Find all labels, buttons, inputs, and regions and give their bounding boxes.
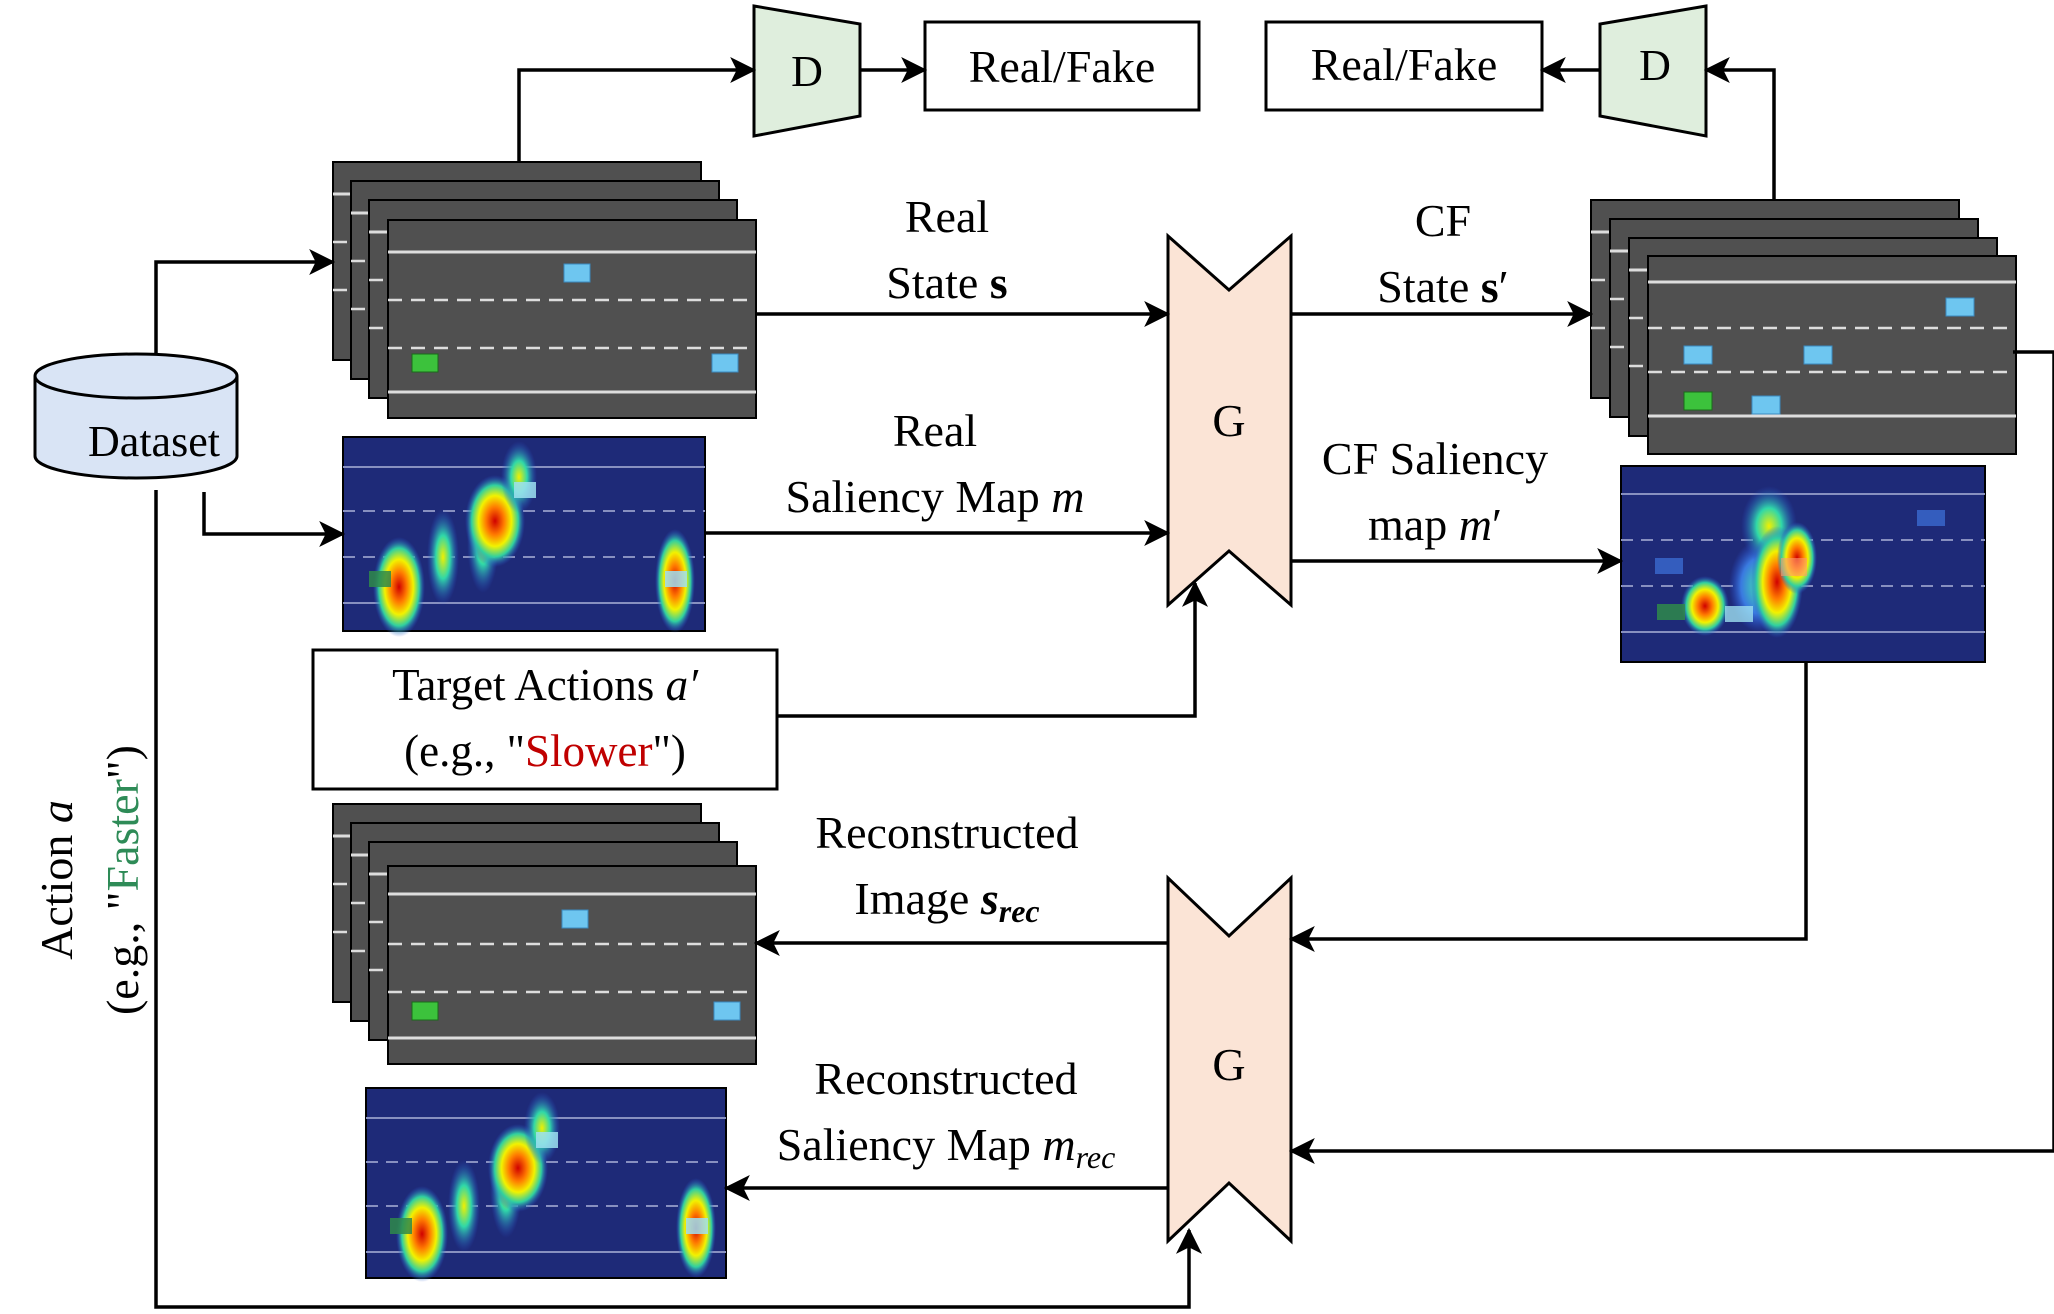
- real-saliency-label: Real Saliency Map m: [786, 405, 1085, 522]
- discriminator-right: D: [1598, 4, 1708, 138]
- target-actions-label: Target Actions: [392, 660, 665, 710]
- generator-bottom: G: [1166, 874, 1293, 1245]
- svg-text:D: D: [791, 47, 823, 96]
- reconstructed-saliency-map: [365, 1087, 727, 1282]
- generator-top: G: [1166, 232, 1293, 609]
- connectors: [154, 57, 2054, 1309]
- cf-saliency-map: [1620, 465, 1986, 663]
- svg-text:State s′: State s′: [1377, 261, 1508, 312]
- svg-text:Real/Fake: Real/Fake: [969, 41, 1156, 92]
- real-fake-box-right: Real/Fake: [1264, 20, 1544, 112]
- svg-text:Image srec: Image srec: [854, 873, 1039, 929]
- target-action-slower: Slower: [525, 726, 653, 776]
- reconstructed-saliency-label: Reconstructed Saliency Map mrec: [777, 1053, 1116, 1175]
- svg-text:D: D: [1639, 41, 1671, 90]
- real-fake-box-left: Real/Fake: [923, 20, 1201, 112]
- dataset-label: Dataset: [88, 417, 220, 466]
- target-actions-box: Target Actions a′ (e.g., "Slower"): [311, 648, 779, 791]
- svg-text:Action a: Action a: [31, 800, 82, 960]
- svg-text:Saliency Map mrec: Saliency Map mrec: [777, 1119, 1116, 1175]
- dataset-cylinder: Dataset: [33, 352, 239, 480]
- real-saliency-map: [342, 436, 706, 637]
- svg-text:G: G: [1212, 395, 1245, 446]
- svg-text:Saliency Map m: Saliency Map m: [786, 471, 1085, 522]
- svg-text:CF Saliency: CF Saliency: [1322, 433, 1548, 484]
- svg-text:Reconstructed: Reconstructed: [815, 807, 1078, 858]
- svg-text:State s: State s: [886, 257, 1007, 308]
- cf-state-stack: [1590, 199, 2017, 455]
- real-state-label: Real State s: [886, 191, 1007, 308]
- discriminator-left: D: [752, 4, 862, 138]
- svg-text:G: G: [1212, 1039, 1245, 1090]
- cf-saliency-label: CF Saliency map m′: [1322, 433, 1548, 550]
- cf-state-label: CF State s′: [1377, 195, 1508, 312]
- action-faster: Faster: [97, 779, 148, 891]
- svg-text:Real/Fake: Real/Fake: [1311, 39, 1498, 90]
- reconstructed-image-label: Reconstructed Image srec: [815, 807, 1078, 929]
- svg-text:(e.g., "Slower"): (e.g., "Slower"): [404, 726, 686, 776]
- svg-text:Reconstructed: Reconstructed: [814, 1053, 1077, 1104]
- svg-text:Target Actions a′: Target Actions a′: [392, 660, 699, 710]
- svg-text:map m′: map m′: [1368, 499, 1502, 550]
- action-label: Action a (e.g., "Faster"): [31, 745, 148, 1015]
- target-actions-symbol: a′: [666, 660, 700, 710]
- svg-text:(e.g., "Faster"): (e.g., "Faster"): [97, 745, 148, 1015]
- svg-text:Real: Real: [893, 405, 977, 456]
- reconstructed-state-stack: [332, 803, 757, 1065]
- svg-text:Real: Real: [905, 191, 989, 242]
- svg-text:CF: CF: [1415, 195, 1471, 246]
- real-state-stack: [332, 161, 757, 419]
